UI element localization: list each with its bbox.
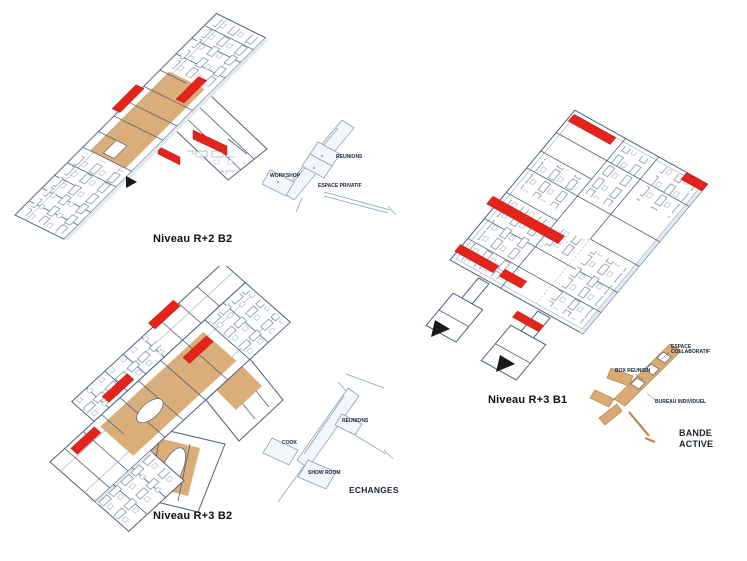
label-espace-privatif: ESPACE PRIVATIF <box>318 183 362 189</box>
floorplan-r3b2-drawing <box>49 266 292 532</box>
label-espace-collaboratif: ESPACE COLLABORATIF <box>671 344 711 355</box>
caption-niveau-r3-b2: Niveau R+3 B2 <box>153 510 233 522</box>
red-panel <box>182 335 214 364</box>
red-panel <box>454 244 500 273</box>
label-reunions-echanges: REUNIONS <box>342 418 369 424</box>
triangle-marker <box>431 320 450 337</box>
desk-area <box>97 454 180 528</box>
label-bureau-individuel: BUREAU INDIVIDUEL <box>655 399 707 405</box>
r2b2-bar <box>14 12 270 241</box>
triangle-marker <box>496 355 515 372</box>
label-workshop: WORKSHOP <box>270 173 300 179</box>
desk-area <box>546 249 628 324</box>
desk-area <box>74 333 168 419</box>
red-panel <box>101 373 135 403</box>
label-box-reunion: BOX REUNION <box>615 368 651 374</box>
caption-niveau-r2-b2: Niveau R+2 B2 <box>153 233 233 245</box>
caption-echanges: ECHANGES <box>349 485 399 495</box>
red-panel <box>498 268 528 289</box>
r2b2-wing <box>157 93 268 181</box>
red-panel <box>680 172 708 192</box>
floorplan-r3b1-drawing <box>425 109 709 381</box>
desk-area <box>584 145 651 208</box>
red-panel <box>512 310 545 332</box>
label-show-room: SHOW ROOM <box>308 470 341 476</box>
red-panel <box>486 195 565 244</box>
caption-niveau-r3-b1: Niveau R+3 B1 <box>488 394 568 406</box>
red-panel <box>111 84 145 113</box>
red-panel <box>157 145 181 166</box>
floorplan-r2b2-drawing <box>14 12 270 241</box>
direction-arrow-marker <box>126 176 137 188</box>
label-cook: COOK <box>282 440 297 446</box>
caption-bande-active: BANDE ACTIVE <box>679 428 714 449</box>
red-panel <box>70 426 102 455</box>
desk-area <box>23 152 125 235</box>
red-panel <box>192 129 228 156</box>
label-reunions-privatif: REUNIONS <box>336 154 363 160</box>
red-panel <box>567 114 617 145</box>
schematic-espace-privatif <box>262 119 397 216</box>
tan-circulation-zone <box>100 331 237 456</box>
r3b1-slab <box>425 109 709 381</box>
r3b2-bar <box>49 266 292 532</box>
schematic-echanges <box>262 373 394 503</box>
desk-area <box>519 157 584 211</box>
desk-area <box>209 287 286 356</box>
red-panel <box>175 76 208 104</box>
desk-area <box>170 18 259 88</box>
schematic-bande-active <box>589 343 682 444</box>
red-panel <box>147 299 181 330</box>
